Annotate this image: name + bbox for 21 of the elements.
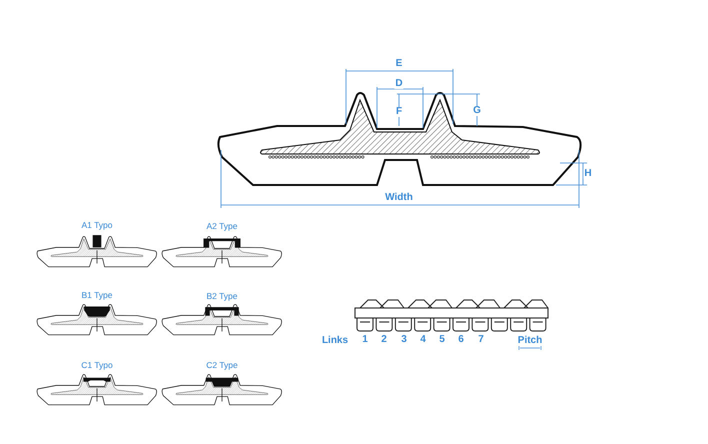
type-caption: A2 Type xyxy=(206,222,238,230)
dimension-label: H xyxy=(583,169,593,179)
link-number: 2 xyxy=(380,335,388,345)
type-caption: C2 Type xyxy=(206,360,238,370)
type-caption: A1 Typo xyxy=(81,220,113,230)
link-number: 3 xyxy=(400,335,408,345)
link-number: 1 xyxy=(361,335,369,345)
type-caption: C1 Typo xyxy=(81,360,113,370)
dimension-label: G xyxy=(472,106,482,116)
dimension-label: D xyxy=(394,79,404,89)
type-caption: B1 Type xyxy=(81,290,113,300)
dimension-label: Pitch xyxy=(516,336,544,346)
dimension-label: F xyxy=(394,107,404,117)
link-number: 7 xyxy=(477,335,485,345)
dimension-label: E xyxy=(394,59,404,69)
dimension-label: Width xyxy=(384,193,414,203)
type-caption: B2 Type xyxy=(206,292,238,300)
link-number: 6 xyxy=(457,335,465,345)
link-number: 4 xyxy=(419,335,427,345)
link-number: 5 xyxy=(438,335,446,345)
axis-label: Links xyxy=(320,336,350,346)
